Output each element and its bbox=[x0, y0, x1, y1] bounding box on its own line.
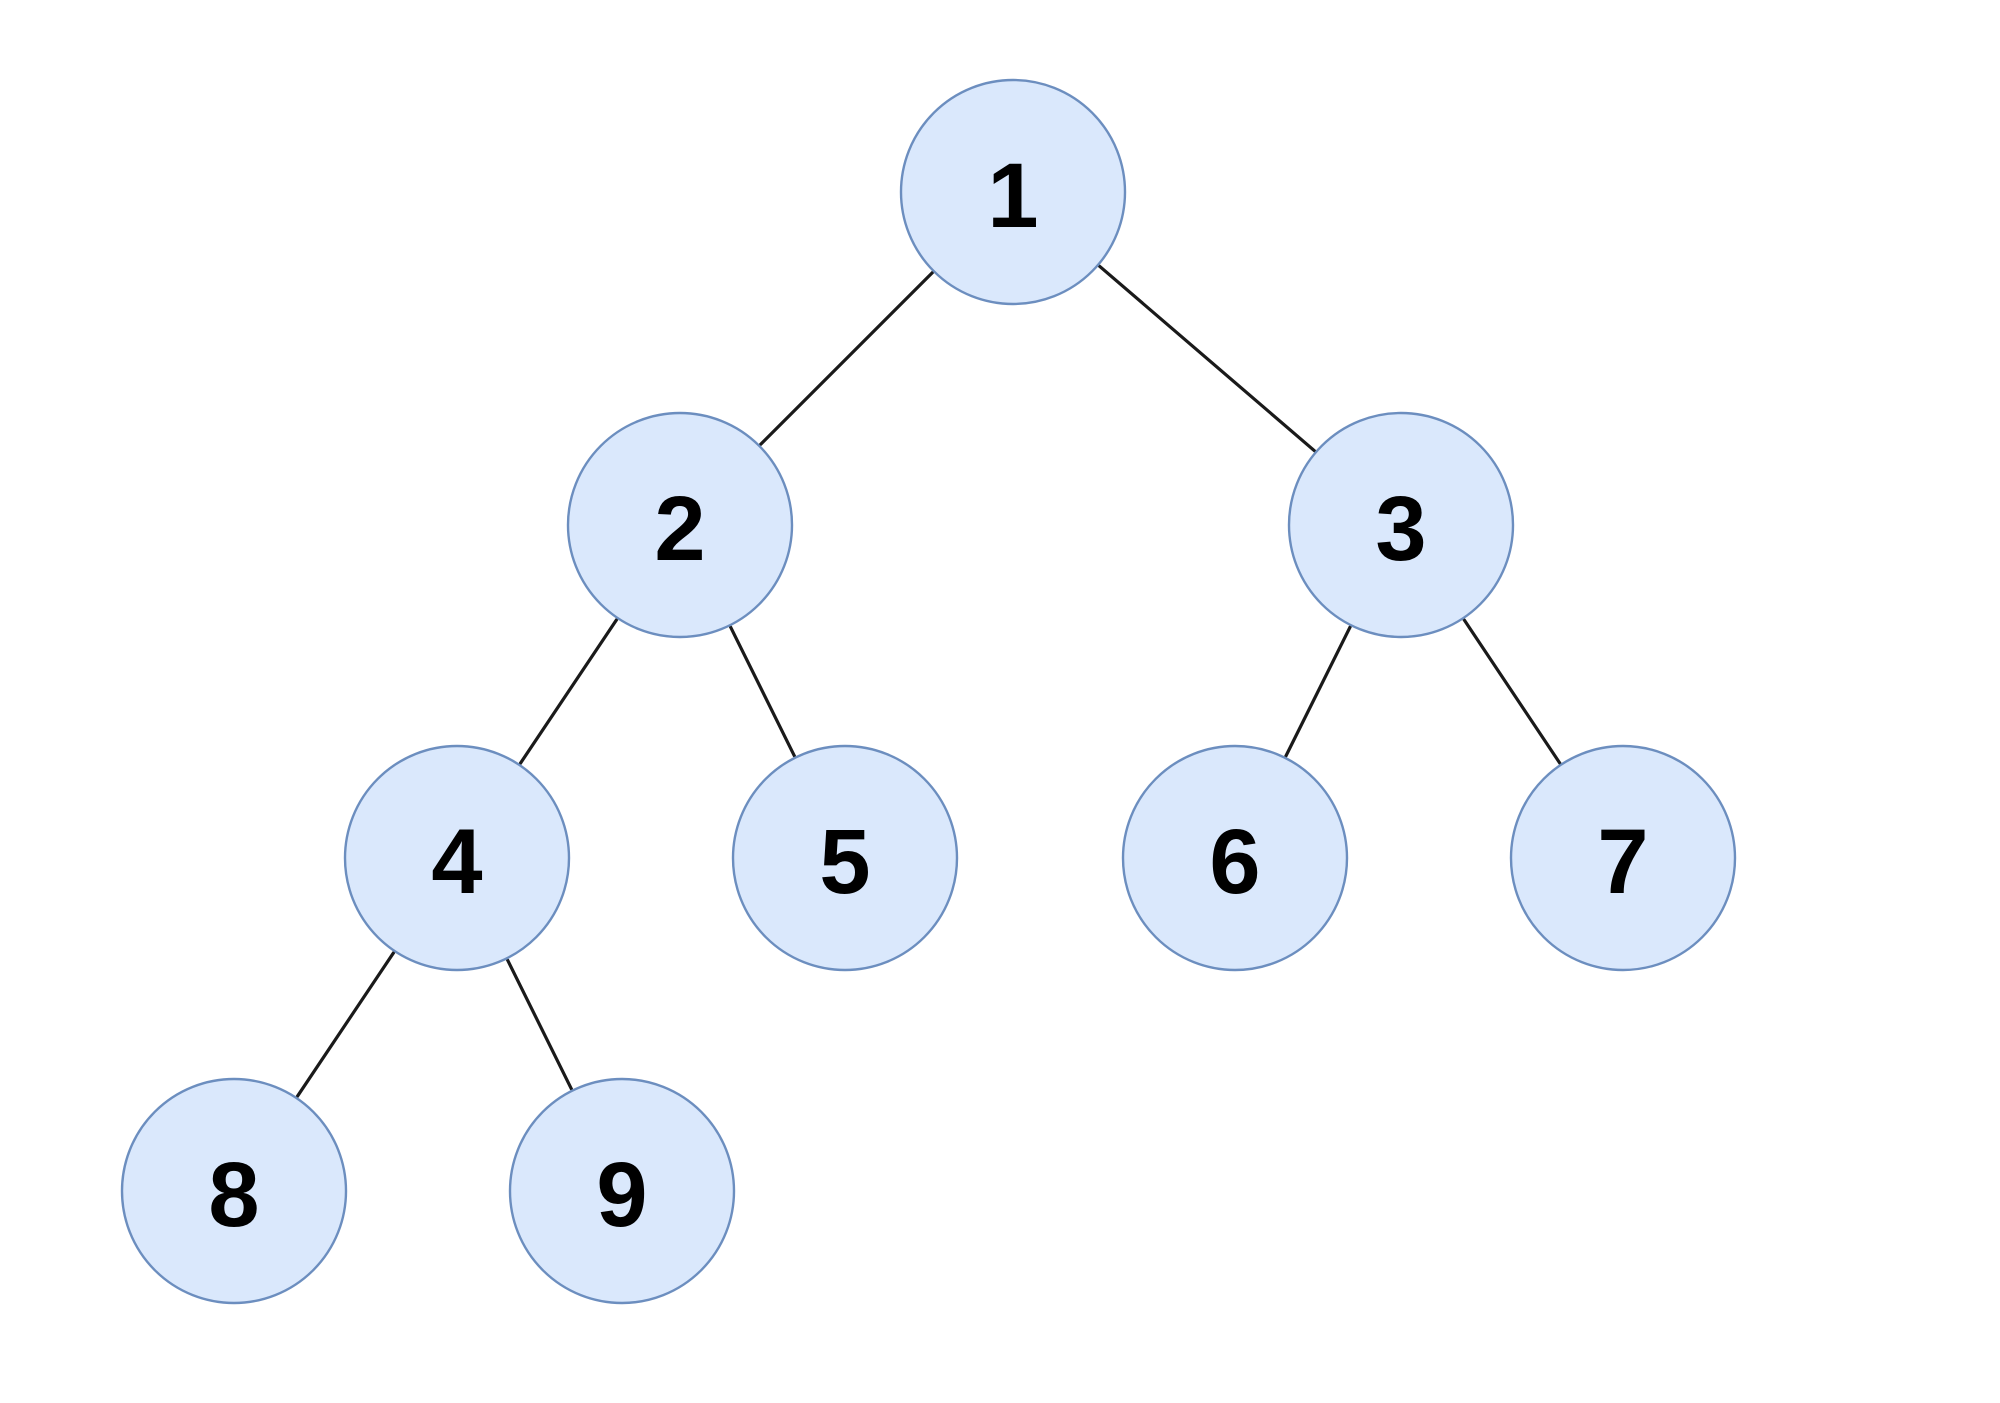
node-label: 6 bbox=[1209, 811, 1260, 913]
edge-4-8 bbox=[295, 951, 396, 1098]
tree-node-1: 1 bbox=[899, 78, 1127, 306]
edges-layer bbox=[295, 264, 1562, 1098]
node-label: 4 bbox=[431, 811, 482, 913]
node-label: 5 bbox=[819, 811, 870, 913]
node-circle bbox=[1509, 744, 1737, 972]
node-label: 2 bbox=[654, 478, 705, 580]
nodes-layer: 1 2 3 4 5 6 7 8 bbox=[120, 78, 1737, 1305]
edge-1-2 bbox=[758, 271, 935, 446]
node-label: 9 bbox=[596, 1144, 647, 1246]
node-circle bbox=[731, 744, 959, 972]
tree-node-5: 5 bbox=[731, 744, 959, 972]
tree-node-6: 6 bbox=[1121, 744, 1349, 972]
node-label: 3 bbox=[1375, 478, 1426, 580]
node-circle bbox=[899, 78, 1127, 306]
node-circle bbox=[1121, 744, 1349, 972]
edge-4-9 bbox=[506, 958, 574, 1091]
node-circle bbox=[120, 1077, 348, 1305]
edge-2-4 bbox=[518, 618, 619, 765]
tree-node-8: 8 bbox=[120, 1077, 348, 1305]
node-circle bbox=[1287, 411, 1515, 639]
tree-node-3: 3 bbox=[1287, 411, 1515, 639]
node-label: 8 bbox=[208, 1144, 259, 1246]
edge-3-6 bbox=[1284, 625, 1352, 758]
node-circle bbox=[566, 411, 794, 639]
node-label: 7 bbox=[1597, 811, 1648, 913]
node-circle bbox=[508, 1077, 736, 1305]
tree-node-9: 9 bbox=[508, 1077, 736, 1305]
node-label: 1 bbox=[987, 145, 1038, 247]
edge-1-3 bbox=[1097, 264, 1317, 453]
edge-2-5 bbox=[728, 625, 797, 758]
tree-node-2: 2 bbox=[566, 411, 794, 639]
tree-node-4: 4 bbox=[343, 744, 571, 972]
edge-3-7 bbox=[1462, 618, 1562, 765]
tree-node-7: 7 bbox=[1509, 744, 1737, 972]
node-circle bbox=[343, 744, 571, 972]
